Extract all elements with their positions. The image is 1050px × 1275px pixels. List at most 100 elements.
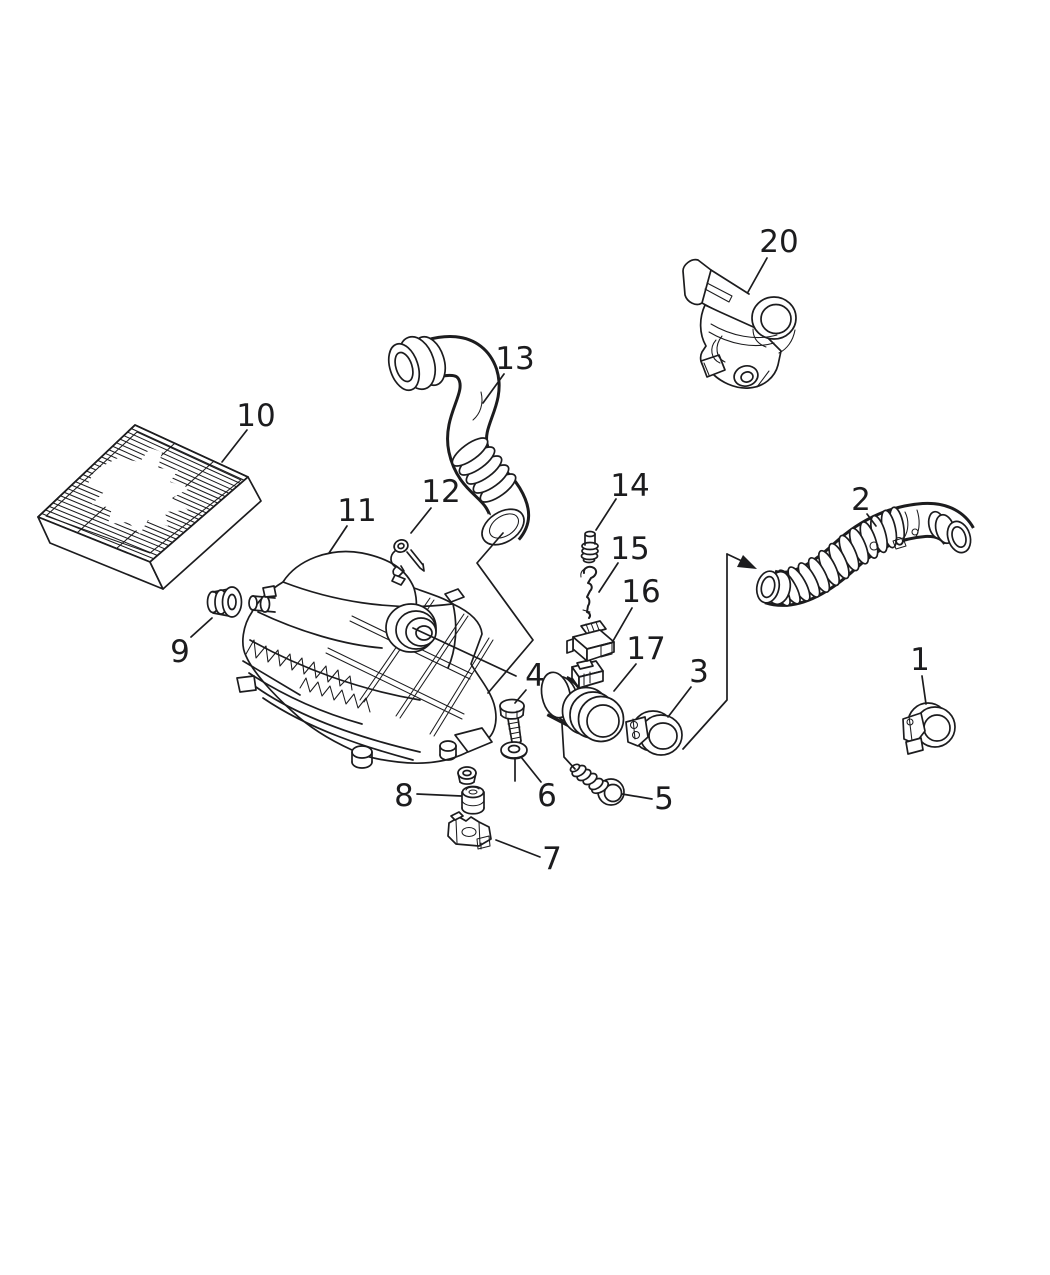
- bolt-to-port-line: [412, 627, 517, 677]
- spring-clip: [580, 565, 598, 619]
- grommet: [206, 586, 243, 618]
- duct-outlet: [481, 508, 525, 546]
- hose-clamp-large: [625, 710, 683, 756]
- grommet-hole: [227, 593, 237, 611]
- housing-sawtooth: [299, 677, 371, 713]
- holder-notch: [600, 642, 613, 658]
- valve-connector-slot: [704, 282, 733, 303]
- hose-detail: [869, 541, 879, 551]
- bushing-top: [461, 785, 485, 799]
- clamp1-plate: [905, 737, 924, 755]
- intake-valve-sensor: [682, 258, 797, 389]
- valve-collar: [708, 323, 778, 347]
- hose-detail: [892, 537, 907, 550]
- hose-detail: [911, 528, 919, 536]
- filter-side-right: [149, 476, 262, 590]
- mounting-screw: [569, 763, 625, 806]
- valve-port-hole: [760, 303, 792, 335]
- air-flow-sensor: [540, 659, 625, 743]
- callout-label-air-filter-element: 10: [236, 398, 275, 434]
- washer-hole: [507, 744, 521, 754]
- housing-clip-mount: [444, 588, 465, 603]
- callout-label-retaining-clip: 12: [421, 474, 460, 510]
- callout-leader-7: [495, 839, 541, 858]
- callout-label-sensor-holder: 16: [621, 574, 660, 610]
- housing-tray-edge: [255, 686, 421, 753]
- housing-crease: [257, 611, 383, 649]
- filter-frame-inner: [45, 431, 242, 554]
- callout-leader-12: [410, 507, 432, 534]
- hose-detail: [894, 536, 904, 546]
- callout-label-sensor-plug: 14: [610, 468, 649, 504]
- bolt-threads: [507, 721, 522, 740]
- callout-label-air-intake-duct: 13: [495, 341, 534, 377]
- air-intake-duct: [387, 335, 531, 546]
- callout-leader-14: [595, 498, 617, 531]
- callout-leader-13: [482, 373, 505, 404]
- clamp-to-hose-line: [682, 553, 728, 750]
- callout-leader-17: [613, 663, 637, 692]
- callout-label-corrugated-intake-hose: 2: [851, 482, 871, 518]
- maf-bore: [586, 704, 620, 738]
- callout-label-hose-clamp-large: 3: [689, 654, 709, 690]
- holder-tab: [580, 620, 607, 635]
- plug-top: [584, 530, 596, 538]
- sensor-plug: [580, 530, 599, 564]
- housing-stub-lower: [236, 675, 257, 693]
- duct-inlet-hole: [394, 351, 414, 383]
- callout-label-spring-clip: 15: [610, 531, 649, 567]
- callout-leader-3: [667, 686, 692, 718]
- arrow-head-icon: [737, 555, 757, 569]
- sensor-holder: [566, 620, 615, 662]
- duct-outlet-hole: [488, 513, 520, 539]
- housing-feet: [351, 727, 493, 785]
- bracket-tab: [450, 811, 464, 821]
- callout-leader-2: [866, 513, 877, 527]
- duct-ribs: [451, 437, 517, 503]
- maf-to-screw-line: [561, 723, 576, 770]
- housing-sawtooth: [245, 639, 353, 691]
- callout-label-air-cleaner-housing: 11: [337, 493, 376, 529]
- callout-leader-5: [621, 793, 653, 800]
- holder-left-tab: [566, 638, 574, 654]
- housing-tray-edge: [248, 672, 363, 725]
- valve-connector-face: [682, 258, 712, 306]
- housing-port: [385, 603, 437, 653]
- housing-tray-edge: [262, 697, 414, 761]
- hose-clamp-small: [902, 702, 956, 755]
- mounting-bracket: [447, 811, 492, 850]
- callout-leader-16: [612, 607, 633, 642]
- corrugated-intake-hose: [755, 501, 975, 607]
- rubber-bushing: [461, 785, 485, 815]
- callout-leader-4: [514, 689, 527, 704]
- plug-collar: [581, 541, 599, 551]
- bracket-foot: [476, 835, 491, 850]
- callout-label-rubber-bushing: 8: [394, 778, 414, 814]
- housing-crease: [249, 639, 421, 701]
- callout-label-hose-clamp-small: 1: [910, 642, 930, 678]
- bolt-head: [499, 698, 525, 714]
- housing-straps: [325, 597, 494, 737]
- callout-leader-11: [328, 525, 348, 554]
- bracket-hole: [461, 826, 477, 838]
- callout-label-intake-valve-sensor: 20: [759, 224, 798, 260]
- maf-flange: [577, 695, 625, 743]
- clamp3-bore: [648, 722, 678, 750]
- callout-leader-8: [416, 793, 462, 797]
- filter-highlight: [88, 448, 190, 534]
- callout-leader-1: [921, 675, 927, 705]
- callout-label-mounting-screw: 5: [654, 781, 674, 817]
- grommet-flange: [221, 586, 243, 618]
- assembly-lines: [412, 532, 757, 782]
- duct-to-housing-line: [476, 532, 534, 694]
- callout-label-air-flow-sensor: 17: [626, 631, 665, 667]
- maf-connector-front: [578, 670, 604, 689]
- retaining-clip: [390, 539, 425, 586]
- maf-connector-tab: [576, 659, 594, 670]
- valve-lower-ring: [733, 365, 759, 387]
- callout-label-mounting-bracket: 7: [542, 841, 562, 877]
